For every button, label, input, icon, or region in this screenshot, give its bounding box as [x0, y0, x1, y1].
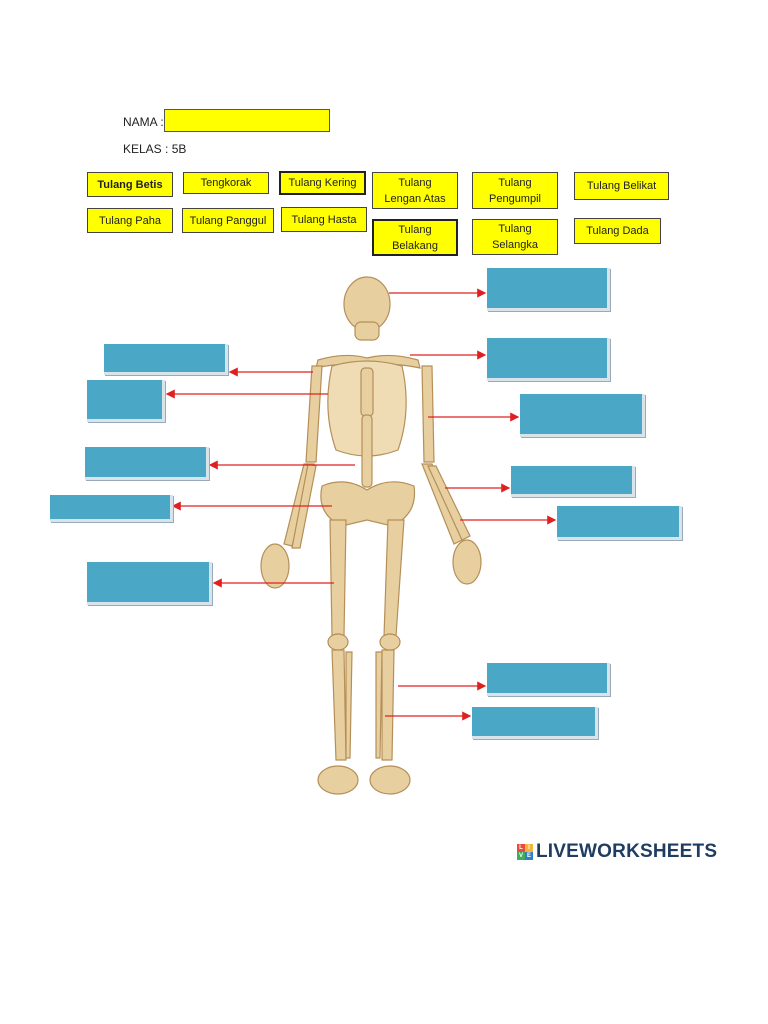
answer-box-left-4[interactable]: [50, 495, 173, 522]
answer-box-right-2[interactable]: [487, 338, 610, 381]
liveworksheets-wordmark: LIVEWORKSHEETS: [536, 841, 718, 862]
word-chip-tulang-betis[interactable]: Tulang Betis: [87, 172, 173, 197]
word-chip-tulang-dada[interactable]: Tulang Dada: [574, 218, 661, 244]
answer-box-right-6[interactable]: [487, 663, 610, 696]
answer-box-right-1[interactable]: [487, 268, 610, 311]
answer-box-right-4[interactable]: [511, 466, 635, 497]
word-chip-tulang-panggul[interactable]: Tulang Panggul: [182, 208, 274, 233]
name-label: NAMA :: [123, 115, 164, 129]
liveworksheets-logo: L I V E LIVEWORKSHEETS: [517, 840, 717, 864]
word-chip-tengkorak[interactable]: Tengkorak: [183, 172, 269, 194]
name-input[interactable]: [164, 109, 330, 132]
word-chip-tulang-belikat[interactable]: Tulang Belikat: [574, 172, 669, 200]
class-label: KELAS : 5B: [123, 142, 187, 156]
answer-box-left-3[interactable]: [85, 447, 209, 480]
liveworksheets-mark-icon: L I V E: [517, 844, 533, 860]
word-chip-tulang-hasta[interactable]: Tulang Hasta: [281, 207, 367, 232]
word-chip-tulang-paha[interactable]: Tulang Paha: [87, 208, 173, 233]
answer-box-left-1[interactable]: [104, 344, 228, 375]
jaw-shape: [354, 321, 380, 341]
answer-box-left-5[interactable]: [87, 562, 212, 605]
answer-box-right-7[interactable]: [472, 707, 598, 739]
answer-box-right-3[interactable]: [520, 394, 645, 437]
word-chip-tulang-kering[interactable]: Tulang Kering: [279, 171, 366, 195]
answer-box-right-5[interactable]: [557, 506, 682, 540]
answer-box-left-2[interactable]: [87, 380, 165, 422]
